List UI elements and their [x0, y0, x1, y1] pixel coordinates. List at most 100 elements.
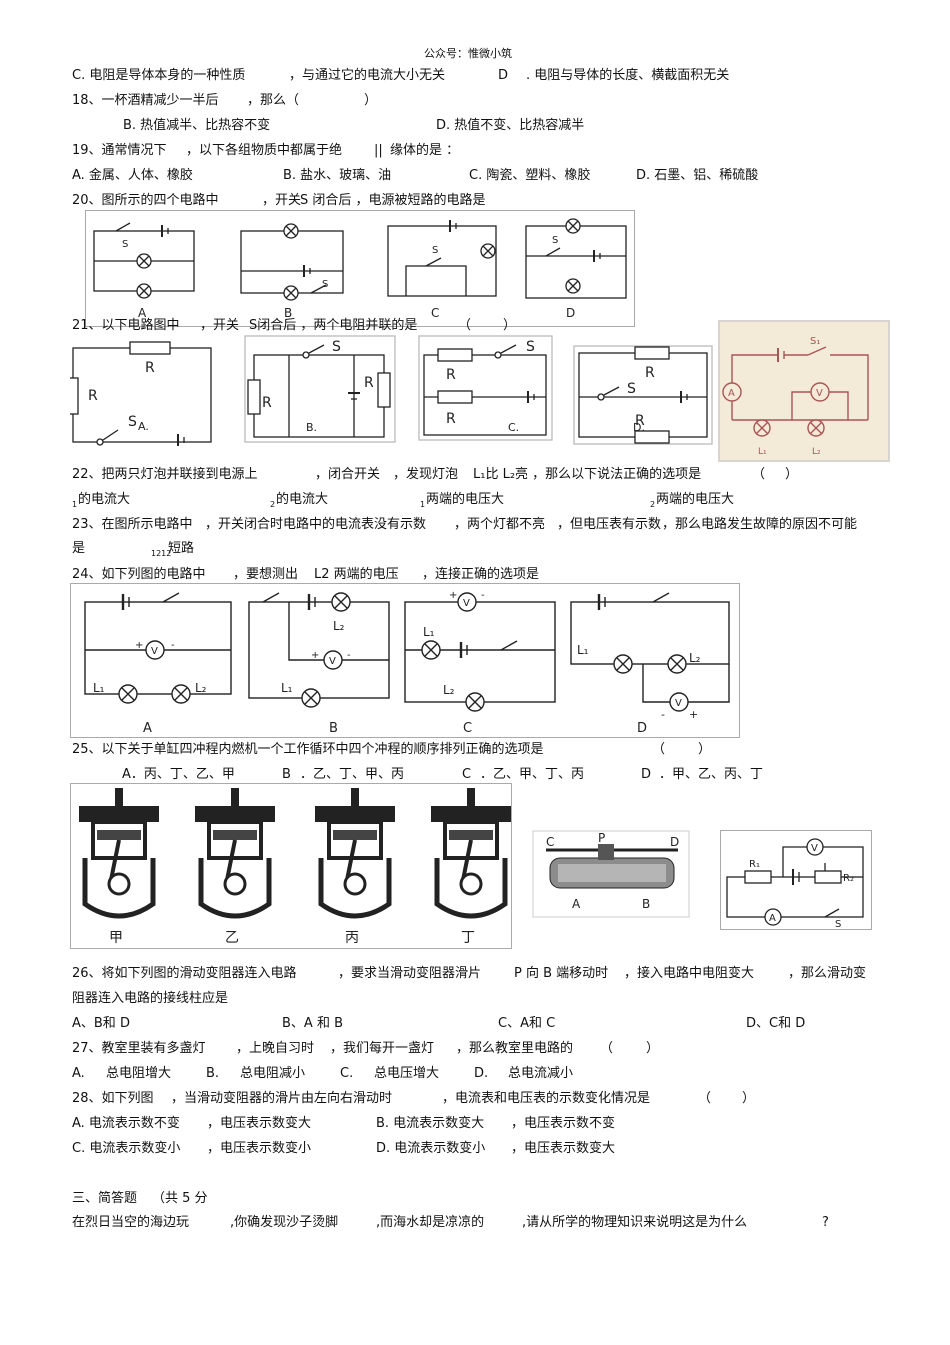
q24-label-b: B: [329, 721, 338, 736]
q22-paren-close: ）: [785, 467, 799, 482]
q25-stem: 25、以下关于单缸四冲程内燃机一个工作循环中四个冲程的顺序排列正确的选项是: [72, 742, 544, 757]
engine-label-2: 乙: [225, 930, 239, 946]
rheostat-figure: C P D A B: [532, 830, 690, 918]
engine-icon: [79, 788, 159, 919]
svg-text:V: V: [463, 598, 470, 609]
svg-text:R: R: [88, 388, 98, 404]
q24-label-d: D: [637, 721, 647, 736]
q22-option-c: 两端的电压大: [426, 492, 505, 507]
svg-text:L₂: L₂: [689, 651, 701, 665]
q18-option-b: B. 热值减半、比热容不变: [123, 118, 271, 133]
q24-label-c: C: [463, 721, 472, 736]
q18-stem: 18、一杯酒精减少一半后: [72, 93, 219, 108]
svg-text:R: R: [635, 413, 645, 429]
q27-option-a-letter: A.: [72, 1066, 85, 1081]
svg-text:V: V: [811, 843, 818, 854]
q26-stem-d: ，接入电路中电阻变大: [624, 966, 755, 981]
q28-stem: 28、如下列图: [72, 1091, 154, 1106]
svg-text:L₁: L₁: [93, 681, 105, 695]
q20-label-a: A: [138, 306, 147, 320]
q26-option-b: B、A 和 B: [282, 1016, 343, 1031]
engine-label-4: 丁: [461, 930, 475, 946]
q21-label-d: D.: [633, 421, 645, 434]
q21-circuit-a: R R S A.: [70, 340, 215, 446]
q17-option-c: C. 电阻是导体本身的一种性质: [72, 68, 246, 83]
svg-text:V: V: [151, 646, 158, 657]
svg-text:+: +: [449, 590, 457, 601]
q22-option-a: 的电流大: [78, 492, 131, 507]
q27-option-c-letter: C.: [340, 1066, 354, 1081]
q19-option-a: A. 金属、人体、橡胶: [72, 168, 193, 183]
rheostat-label-d: D: [670, 835, 679, 849]
q21-stem-end: S闭合后 ，两个电阻并联的是: [249, 318, 418, 333]
q27-paren-open: （: [600, 1041, 614, 1056]
q26-stem-b: ，要求当滑动变阻器滑片: [338, 966, 482, 981]
q18-stem-cont: ，那么（: [247, 93, 300, 108]
q19-option-b: B. 盐水、玻璃、油: [283, 168, 392, 183]
section3-question-c: ,而海水却是凉凉的: [376, 1215, 485, 1230]
q24-stem-d: ，连接正确的选项是: [422, 567, 540, 582]
q24-stem: 24、如下列图的电路中: [72, 567, 206, 582]
q27-option-d: 总电流减小: [508, 1066, 574, 1081]
q19-stem-end: 缘体的是 ：: [390, 143, 460, 158]
svg-text:L₁: L₁: [281, 681, 293, 695]
q21-circuit-b: S R R B.: [244, 335, 396, 443]
svg-text:L₁: L₁: [758, 447, 767, 457]
q23-stem-c: ，两个灯都不亮: [454, 517, 546, 532]
q28-option-a-cont: ，电压表示数变大: [207, 1116, 312, 1131]
q23-sub: 1212: [151, 549, 172, 558]
q22-option-b-sub: 2: [270, 500, 276, 509]
q26-option-a: A、B和 D: [72, 1016, 130, 1031]
q20-switch-label-d: S: [552, 235, 558, 246]
q20-figure: A S B S C S: [85, 210, 635, 327]
svg-text:A: A: [769, 913, 776, 924]
q27-option-d-letter: D.: [474, 1066, 489, 1081]
q23-stem: 23、在图所示电路中: [72, 517, 193, 532]
q17-option-d-letter: D: [498, 68, 509, 83]
q28-option-d-cont: ，电压表示数变大: [511, 1141, 616, 1156]
q28-circuit-figure: V A R₁ R₂ S: [720, 830, 872, 930]
q25-paren-close: ）: [698, 742, 712, 757]
q26-stem-c: P 向 B 端移动时: [514, 966, 609, 981]
q22-stem-mid: ，发现灯泡: [393, 467, 459, 482]
svg-text:L₁: L₁: [577, 643, 589, 657]
engine-label-3: 丙: [345, 930, 359, 946]
q25-option-d-letter: D: [641, 767, 652, 782]
q21-paren-open: （: [458, 318, 472, 333]
q22-option-d: 两端的电压大: [656, 492, 735, 507]
svg-text:+: +: [135, 640, 143, 651]
q19-stem-cont: ，以下各组物质中都属于绝: [186, 143, 343, 158]
svg-text:L₁: L₁: [423, 625, 435, 639]
svg-text:R₁: R₁: [749, 859, 760, 870]
section3-points: （共 5 分: [152, 1191, 208, 1206]
svg-text:-: -: [171, 640, 175, 651]
q22-option-a-sub: 1: [72, 500, 78, 509]
q28-paren-open: （: [698, 1091, 712, 1106]
svg-text:S: S: [627, 381, 636, 397]
section3-question: 在烈日当空的海边玩: [72, 1215, 190, 1230]
svg-text:-: -: [347, 650, 351, 661]
q28-stem-c: ，电流表和电压表的示数变化情况是: [442, 1091, 651, 1106]
q23-stem-e: ，那么电路发生故障的原因不可能: [662, 517, 858, 532]
q24-stem-b: ，要想测出: [233, 567, 299, 582]
q25-option-b-letter: B: [282, 767, 291, 782]
q27-stem-b: ，上晚自习时: [236, 1041, 315, 1056]
q22-option-d-sub: 2: [650, 500, 656, 509]
q23-stem-d: ，但电压表有示数: [557, 517, 662, 532]
q22-option-c-sub: 1: [420, 500, 426, 509]
q18-paren: ）: [364, 93, 378, 108]
q23-line2: 是: [72, 541, 86, 556]
q25-paren-open: （: [652, 742, 666, 757]
q20-switch-label-b: S: [322, 279, 328, 290]
q28-paren-close: ）: [742, 1091, 756, 1106]
svg-text:L₂: L₂: [443, 683, 455, 697]
q20-stem: 20、图所示的四个电路中: [72, 193, 219, 208]
q21-label-a: A.: [138, 420, 149, 433]
q19-option-c: C. 陶瓷、塑料、橡胶: [469, 168, 591, 183]
q25-option-b: ．乙、丁、甲、丙: [300, 767, 405, 782]
svg-text:R: R: [262, 395, 272, 411]
q20-switch-label-a: S: [122, 239, 128, 250]
q21-figure-meters: A V S₁ L₁ L₂: [718, 320, 890, 462]
q28-option-a: A. 电流表示数不变: [72, 1116, 180, 1131]
section3-question-d: ,请从所学的物理知识来说明这是为什么: [522, 1215, 748, 1230]
